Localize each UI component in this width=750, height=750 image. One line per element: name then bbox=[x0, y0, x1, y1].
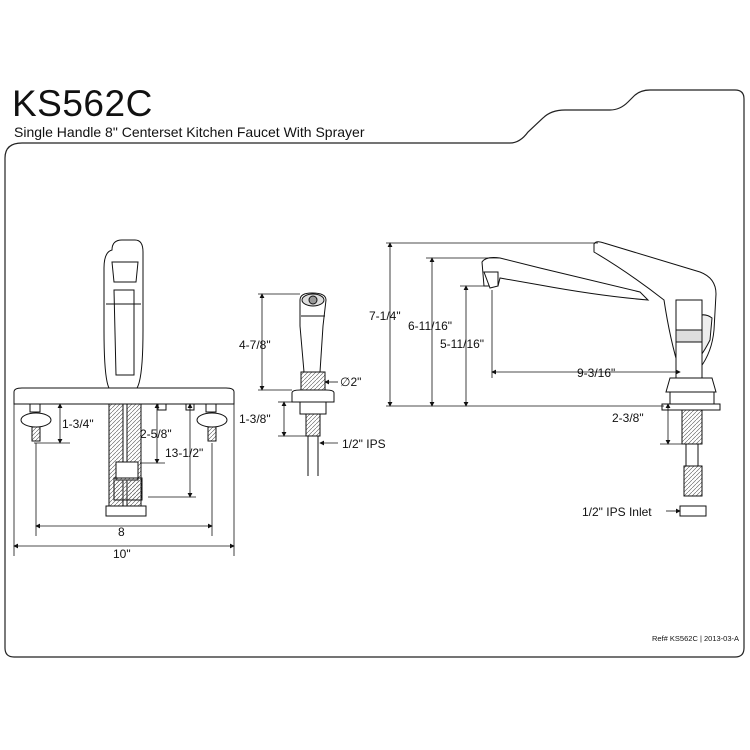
reference-code: Ref# KS562C | 2013-03-A bbox=[652, 634, 740, 643]
mounting-stud-left bbox=[20, 403, 52, 442]
dim-sprayer-ips: 1/2" IPS bbox=[342, 437, 386, 451]
dim-front-total: 13-1/2" bbox=[165, 446, 203, 460]
sprayer bbox=[291, 292, 335, 476]
mounting-stud-right bbox=[196, 403, 228, 442]
dim-front-center: 8 bbox=[118, 525, 125, 539]
dim-side-reach: 9-3/16" bbox=[577, 366, 615, 380]
dim-side-inlet: 1/2" IPS Inlet bbox=[582, 505, 652, 519]
dim-side-shank: 2-3/8" bbox=[612, 411, 644, 425]
side-view bbox=[481, 241, 721, 517]
sheet-border bbox=[4, 89, 745, 658]
dim-front-height: 1-3/4" bbox=[62, 417, 94, 431]
dim-sprayer-shank: 1-3/8" bbox=[239, 412, 271, 426]
side-dimension-lines bbox=[386, 242, 684, 514]
dim-sprayer-diameter: ∅2" bbox=[340, 375, 361, 389]
dim-side-height-total: 7-1/4" bbox=[369, 309, 401, 323]
front-dimension-lines bbox=[13, 403, 235, 556]
deck-plate bbox=[13, 387, 235, 405]
dim-sprayer-height: 4-7/8" bbox=[239, 338, 271, 352]
product-description: Single Handle 8" Centerset Kitchen Fauce… bbox=[14, 124, 365, 140]
dim-side-height-handle: 6-11/16" bbox=[408, 319, 452, 333]
dim-side-height-spout: 5-11/16" bbox=[440, 337, 484, 351]
sprayer-dimension-lines bbox=[258, 293, 338, 446]
front-view bbox=[13, 239, 235, 517]
model-number: KS562C bbox=[12, 83, 153, 124]
dim-front-shank: 2-5/8" bbox=[140, 427, 172, 441]
dim-front-width: 10" bbox=[113, 547, 131, 561]
sprayer-head bbox=[299, 292, 327, 373]
spout bbox=[481, 257, 650, 301]
